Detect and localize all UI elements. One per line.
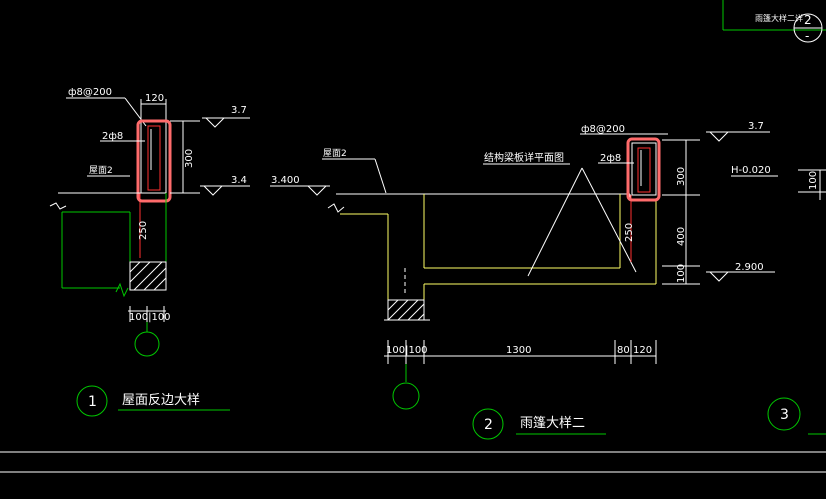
detail2-note-leader-left xyxy=(527,167,583,277)
detail2-roof-leader-diag xyxy=(374,158,387,194)
top-right-caption: 雨篷大样二详 xyxy=(755,13,803,23)
detail2-highlight-box xyxy=(626,137,661,202)
detail1-bar-label: 2ф8 xyxy=(102,131,123,142)
detail2-elev-bottom-marker xyxy=(706,271,775,282)
detail1-hatch-box xyxy=(129,261,167,291)
detail2-anchor-dim: 250 xyxy=(624,223,635,242)
detail2-elev-h: H-0.020 xyxy=(731,165,771,176)
detail2-dim-80: 80 xyxy=(617,345,630,356)
detail1-roof-label: 屋面2 xyxy=(89,165,113,176)
detail2-elev-top: 3.7 xyxy=(748,121,764,132)
detail1-highlight-box xyxy=(136,119,172,203)
detail2-dim-100: 100 xyxy=(676,264,687,283)
detail1-title: 屋面反边大样 xyxy=(122,393,200,408)
detail1-hatch-lines xyxy=(129,261,167,291)
detail1-bottom-dims: 100|100 xyxy=(129,312,171,323)
detail1-number: 1 xyxy=(88,394,97,410)
detail2-number-circle xyxy=(472,408,504,440)
detail2-elev-left-marker xyxy=(270,185,330,196)
detail1-break-mark xyxy=(49,202,67,210)
detail2-roof-label: 屋面2 xyxy=(323,148,347,159)
detail2-rebar-spec: ф8@200 xyxy=(581,124,625,135)
detail3-number-circle xyxy=(767,397,801,431)
detail2-upstand-outline xyxy=(631,142,657,196)
detail1-rebar-spec: ф8@200 xyxy=(68,87,112,98)
detail1-axis-circle xyxy=(134,331,160,357)
top-right-circle-bottom: - xyxy=(805,29,809,43)
detail2-right-edge-dim: 100 xyxy=(808,171,819,190)
detail1-break-mark-bottom xyxy=(115,282,129,298)
detail1-elev-bottom-marker xyxy=(200,185,250,196)
detail2-title: 雨篷大样二 xyxy=(520,416,585,431)
detail2-hatch-lines xyxy=(387,299,425,321)
detail2-dim-300: 300 xyxy=(676,167,687,186)
detail2-dim-1300: 1300 xyxy=(506,345,531,356)
detail2-dim-400: 400 xyxy=(676,227,687,246)
detail1-anchor-dim: 250 xyxy=(138,221,149,240)
detail2-bar-label: 2ф8 xyxy=(600,153,621,164)
detail1-rebar-loop xyxy=(147,125,161,191)
detail1-elev-top-marker xyxy=(202,117,250,128)
detail1-height-dim: 300 xyxy=(184,149,195,168)
detail2-break-mark xyxy=(327,203,345,213)
detail2-elev-left: 3.400 xyxy=(271,175,300,186)
detail-3: 3 xyxy=(767,397,826,435)
detail1-elev-bottom: 3.4 xyxy=(231,175,247,186)
detail2-plan-note: 结构梁板详平面图 xyxy=(484,151,564,164)
detail-2: 屋面2 3.400 结构梁板详平面图 xyxy=(270,121,826,440)
detail1-upstand-outline xyxy=(140,120,167,194)
detail2-dim-row-left: 100|100 xyxy=(386,345,428,356)
detail2-rebar-loop xyxy=(637,147,651,193)
detail2-note-leader-right xyxy=(581,167,637,273)
detail2-number: 2 xyxy=(484,417,493,433)
detail1-width-dim: 120 xyxy=(145,93,164,104)
detail2-elev-top-marker xyxy=(706,131,770,142)
top-right-circle-top: 2 xyxy=(804,13,812,27)
detail-1: ф8@200 120 2ф8 屋面2 300 3.7 3.4 xyxy=(49,87,250,417)
detail2-elev-bottom: 2.900 xyxy=(735,262,764,273)
detail2-dim-120: 120 xyxy=(633,345,652,356)
detail2-axis-circle xyxy=(392,382,420,410)
detail1-elev-top: 3.7 xyxy=(231,105,247,116)
detail1-number-circle xyxy=(76,385,108,417)
detail3-number: 3 xyxy=(780,407,789,423)
